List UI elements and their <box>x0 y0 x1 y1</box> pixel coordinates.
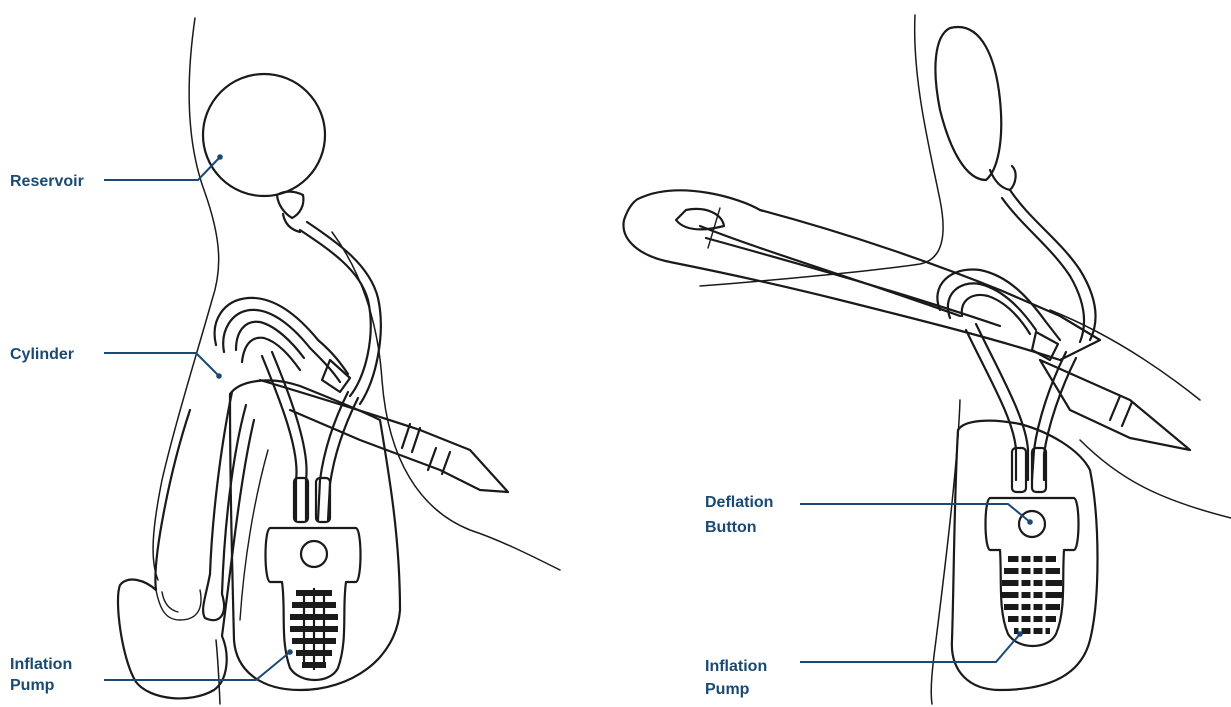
right-deflation-label-line1: Deflation <box>705 494 773 511</box>
inflated-figure: Deflation Button Inflation Pump <box>623 15 1231 704</box>
left-reservoir-dot <box>217 154 223 160</box>
left-body-lower-line <box>216 640 220 704</box>
right-penis <box>623 190 1190 450</box>
left-pump-label-line1: Inflation <box>10 656 72 673</box>
left-thigh-line <box>332 232 560 570</box>
right-leg-line <box>1080 440 1231 518</box>
left-pump-label-line2: Pump <box>10 677 55 694</box>
right-deflation-leader <box>800 504 1030 522</box>
left-penis <box>118 392 268 698</box>
left-inflation-pump <box>266 528 361 680</box>
left-cylinder-leader <box>104 353 219 376</box>
left-reservoir-leader <box>104 157 220 180</box>
right-reservoir <box>935 27 1095 342</box>
left-reservoir <box>203 74 381 404</box>
right-scrotum <box>952 324 1098 690</box>
left-cylinder-label: Cylinder <box>10 346 74 363</box>
left-cylinder-dot <box>216 373 222 379</box>
right-pump-leader <box>800 634 1020 662</box>
right-pump-dot <box>1017 631 1023 637</box>
right-body-lower-line <box>931 400 960 704</box>
deflated-figure: Reservoir Cylinder Inflation Pump <box>10 18 560 704</box>
right-pump-label-line2: Pump <box>705 681 750 698</box>
left-reservoir-label: Reservoir <box>10 173 84 190</box>
right-pump-label-line1: Inflation <box>705 658 767 675</box>
left-pump-dot <box>287 649 293 655</box>
right-deflation-dot <box>1027 519 1033 525</box>
left-cylinder <box>215 298 508 492</box>
left-body-outline <box>153 18 219 580</box>
right-deflation-label-line2: Button <box>705 519 757 536</box>
